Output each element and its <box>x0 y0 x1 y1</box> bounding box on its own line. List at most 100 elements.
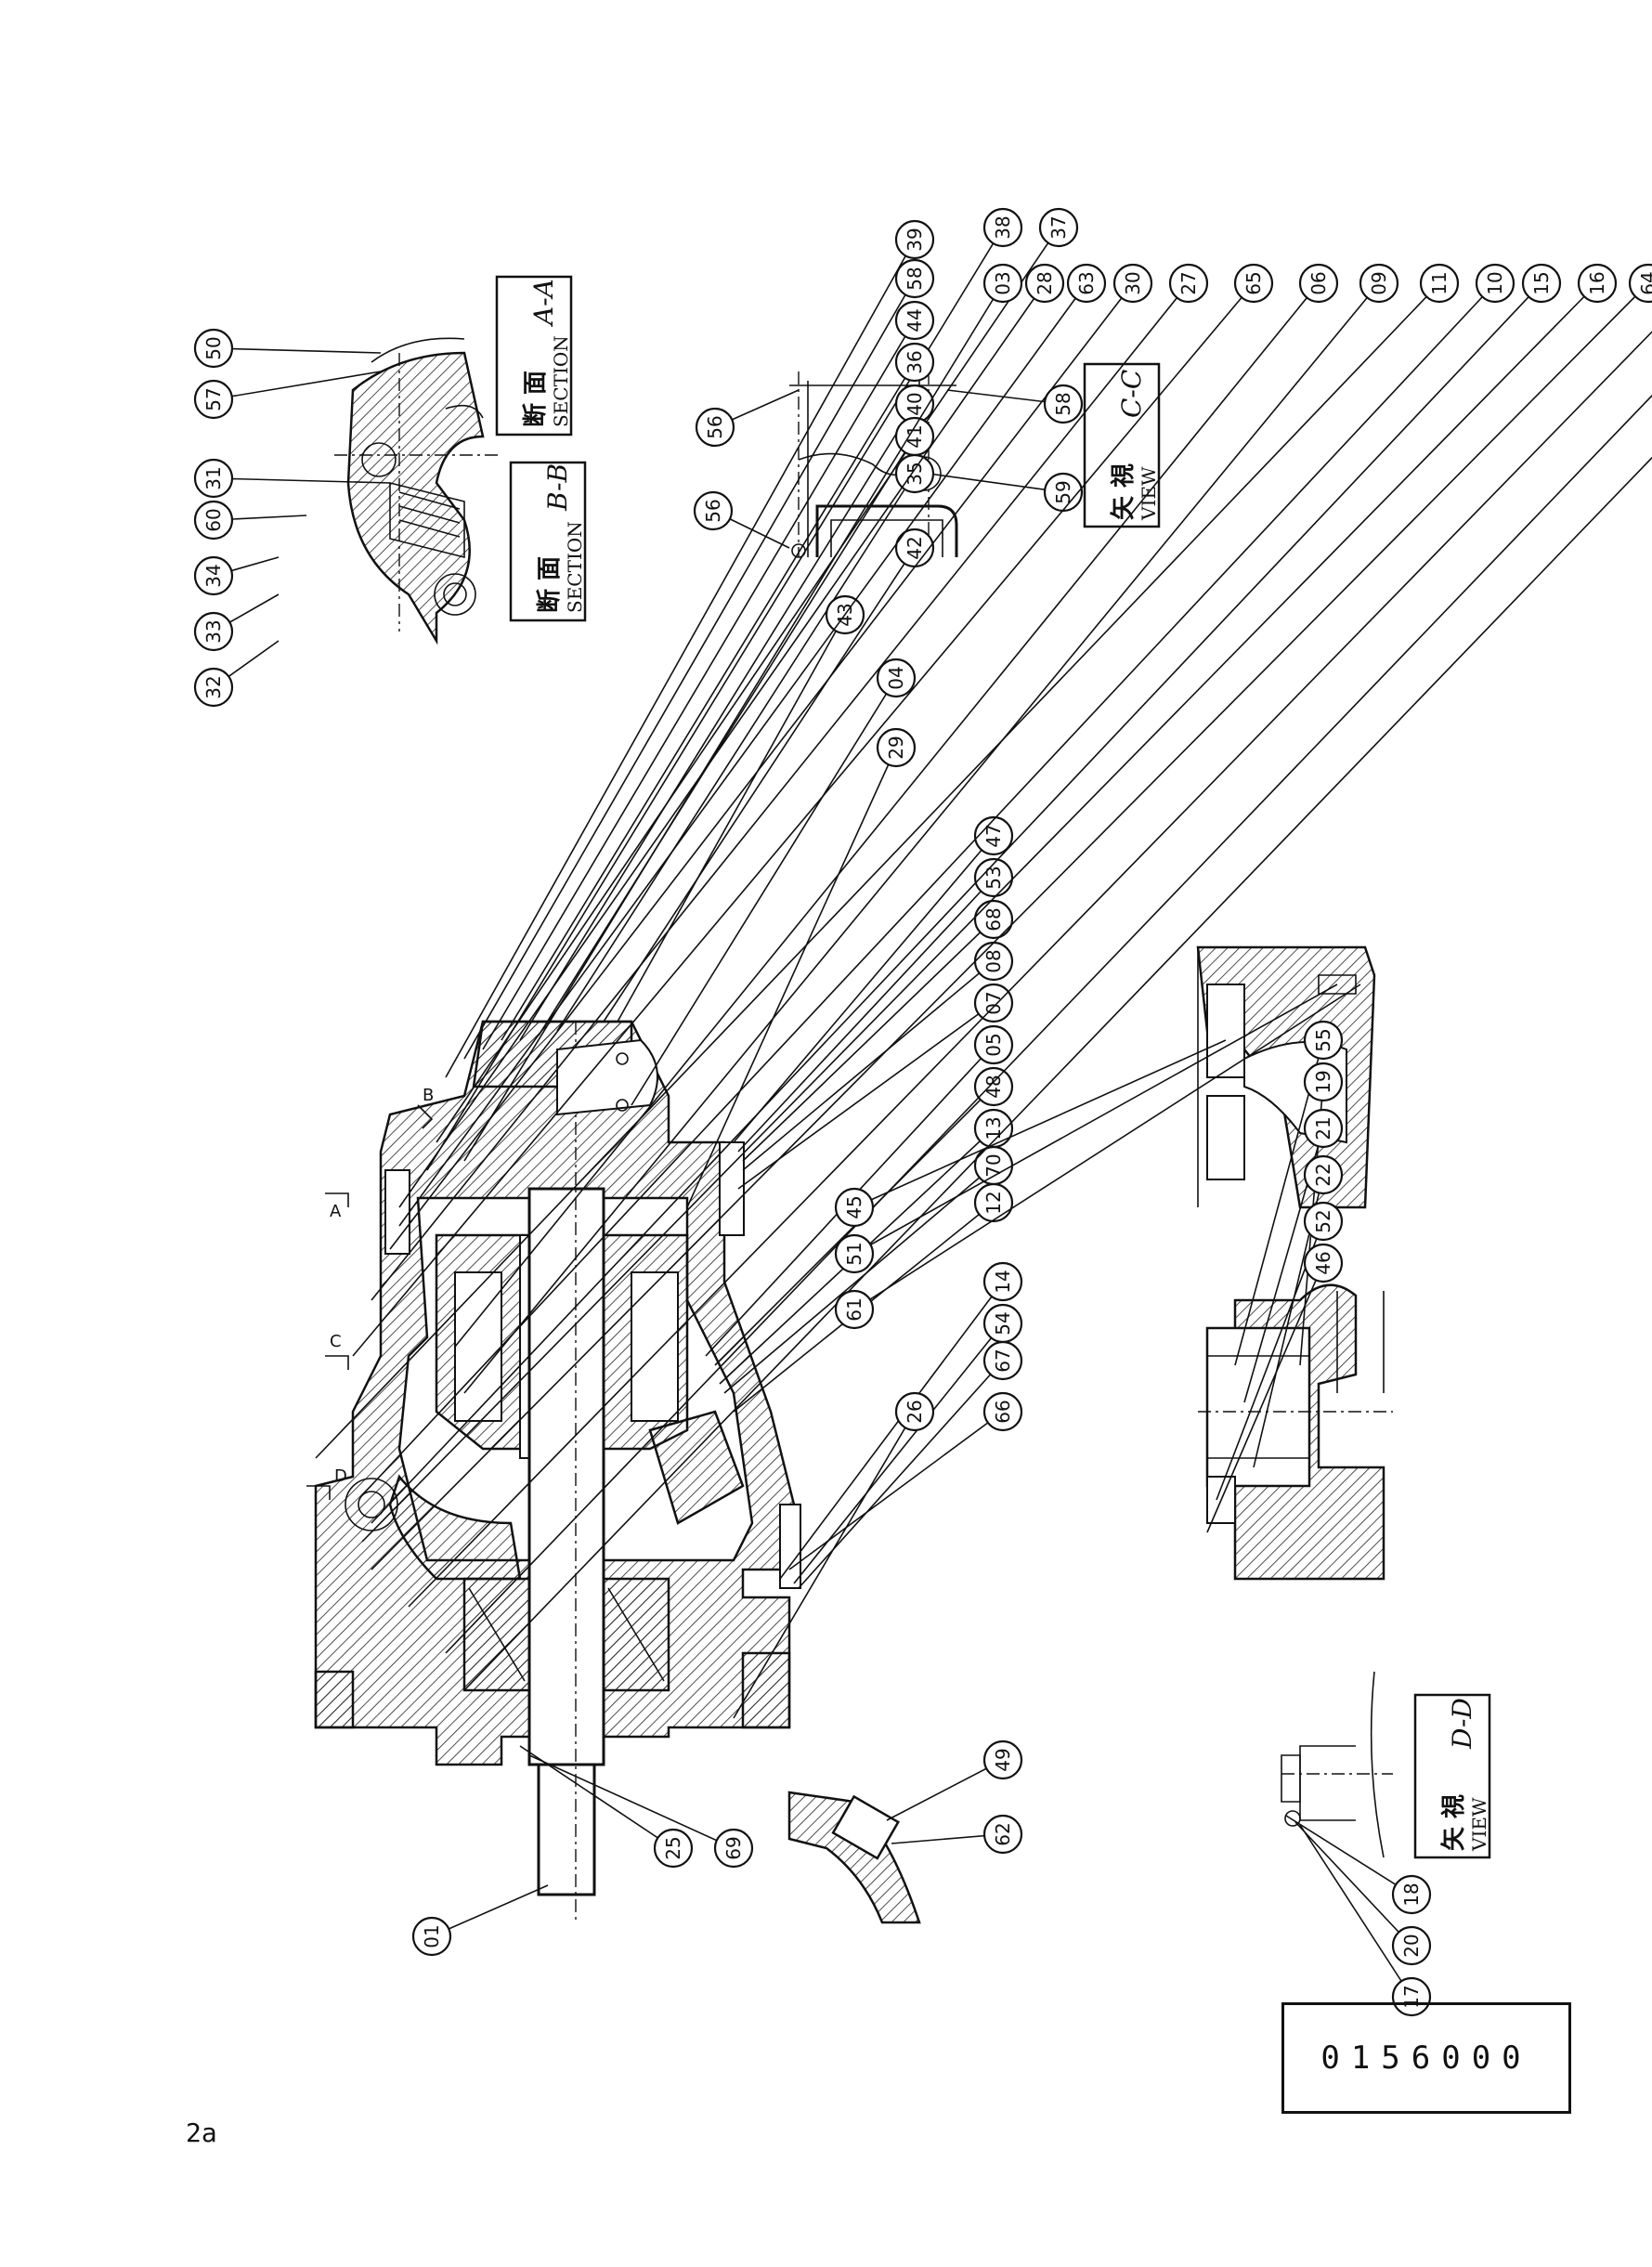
callout-05: 05 <box>973 1024 1014 1065</box>
callout-number: 58 <box>1052 392 1074 415</box>
section-bb-en: SECTION <box>564 521 586 613</box>
callout-number: 56 <box>702 499 724 522</box>
callout-66: 66 <box>982 1391 1023 1432</box>
callout-number: 68 <box>982 907 1005 931</box>
callout-44: 44 <box>894 300 935 341</box>
callout-number: 52 <box>1312 1209 1334 1232</box>
callout-leader-view_dd_group <box>1294 1821 1412 1947</box>
callout-number: 49 <box>992 1748 1014 1771</box>
callout-number: 48 <box>982 1075 1005 1098</box>
callout-56: 56 <box>693 490 734 531</box>
callout-number: 64 <box>1637 271 1652 294</box>
callout-55: 55 <box>1303 1020 1344 1061</box>
callout-number: 32 <box>202 675 225 698</box>
callout-45: 45 <box>834 1187 875 1228</box>
callout-number: 07 <box>982 991 1005 1014</box>
cutting-plane-marks: A B C D <box>306 1086 434 1500</box>
callout-number: 41 <box>904 424 926 448</box>
callout-leader-main_top_row <box>501 361 916 1041</box>
callout-number: 30 <box>1122 271 1144 294</box>
callout-number: 56 <box>704 415 726 438</box>
callout-13: 13 <box>973 1108 1014 1149</box>
callout-leader-main_top_row <box>798 1360 1004 1589</box>
callout-01: 01 <box>411 1916 452 1957</box>
callout-65: 65 <box>1233 263 1274 304</box>
callout-number: 53 <box>982 866 1005 889</box>
callout-number: 27 <box>1177 271 1200 294</box>
callout-number: 34 <box>202 564 225 587</box>
callout-leader-main_left_row <box>315 282 1440 1459</box>
callout-number: 60 <box>202 508 225 531</box>
callout-21: 21 <box>1303 1108 1344 1149</box>
callout-48: 48 <box>973 1066 1014 1107</box>
callout-leader-view_dd_group <box>1285 1815 1412 1896</box>
callout-leader-main_top_row <box>603 547 916 1023</box>
callout-number: 11 <box>1428 271 1450 294</box>
callout-number: 19 <box>1312 1070 1334 1093</box>
callout-leader-upper_right_detail <box>853 984 1338 1255</box>
callout-number: 13 <box>982 1116 1005 1140</box>
callout-28: 28 <box>1024 263 1065 304</box>
callout-67: 67 <box>982 1340 1023 1381</box>
callout-06: 06 <box>1298 263 1339 304</box>
callout-19: 19 <box>1303 1062 1344 1102</box>
callout-leader-main_top_row <box>723 1165 995 1394</box>
callout-68: 68 <box>973 899 1014 940</box>
callout-leader-view_cc_group <box>928 473 1064 493</box>
plug-detail <box>787 1791 921 1924</box>
callout-number: 61 <box>843 1297 865 1321</box>
callout-number: 67 <box>992 1348 1014 1372</box>
callout-leader-upper_right_detail <box>853 984 1361 1310</box>
section-bb-detail <box>334 337 501 645</box>
view-cc-cjk: 矢 視 <box>1109 463 1138 520</box>
callout-number: 31 <box>202 466 225 489</box>
callout-07: 07 <box>973 983 1014 1023</box>
section-aa-label: 断 面 SECTION A-A <box>495 275 573 436</box>
callout-number: 10 <box>1484 271 1506 294</box>
callout-49: 49 <box>982 1739 1023 1780</box>
view-dd-cjk: 矢 視 <box>1439 1794 1468 1851</box>
callout-leader-plug_detail <box>886 1759 1004 1821</box>
callout-58: 58 <box>894 258 935 299</box>
callout-number: 70 <box>982 1153 1005 1177</box>
callout-42: 42 <box>894 528 935 568</box>
callout-46: 46 <box>1303 1243 1344 1283</box>
callout-33: 33 <box>193 611 234 652</box>
main-assembly-section <box>314 1020 801 1922</box>
callout-04: 04 <box>876 658 917 698</box>
callout-leader-main_bottom <box>528 1754 735 1849</box>
callout-number: 63 <box>1075 271 1098 294</box>
callout-29: 29 <box>876 727 917 768</box>
section-aa-cjk: 断 面 <box>521 371 550 427</box>
callout-number: 35 <box>904 462 926 485</box>
callout-30: 30 <box>1112 263 1153 304</box>
callout-leader-main_top_row <box>482 319 916 1050</box>
callout-number: 57 <box>202 387 225 410</box>
callout-08: 08 <box>973 941 1014 982</box>
callout-leader-main_top_row <box>742 960 995 1171</box>
callout-number: 15 <box>1530 271 1553 294</box>
section-bb-id: B-B <box>542 463 573 512</box>
callout-leader-main_left_row <box>398 282 1087 1227</box>
callout-leader-main_top_row <box>519 403 916 1041</box>
callout-leader-main_top_row <box>788 1411 1004 1570</box>
callout-number: 12 <box>982 1191 1005 1214</box>
callout-number: 28 <box>1034 271 1056 294</box>
callout-leader-main_left_row <box>408 331 1652 1608</box>
callout-number: 42 <box>904 536 926 559</box>
callout-62: 62 <box>982 1814 1023 1855</box>
callout-leader-upper_right_detail <box>853 1039 1227 1208</box>
view-cc-id: C-C <box>1116 370 1147 418</box>
callout-35: 35 <box>894 453 935 494</box>
callout-16: 16 <box>1577 263 1618 304</box>
callout-leader-main_top_row <box>445 239 916 1078</box>
callout-number: 37 <box>1047 215 1070 239</box>
page-label: 2a <box>186 2117 217 2148</box>
callout-number: 58 <box>904 267 926 290</box>
cut-mark-a: A <box>330 1202 342 1221</box>
callout-leader-main_left_row <box>352 282 1255 1357</box>
callout-leader-main_top_row <box>779 1281 1004 1580</box>
cut-mark-c: C <box>330 1332 342 1351</box>
